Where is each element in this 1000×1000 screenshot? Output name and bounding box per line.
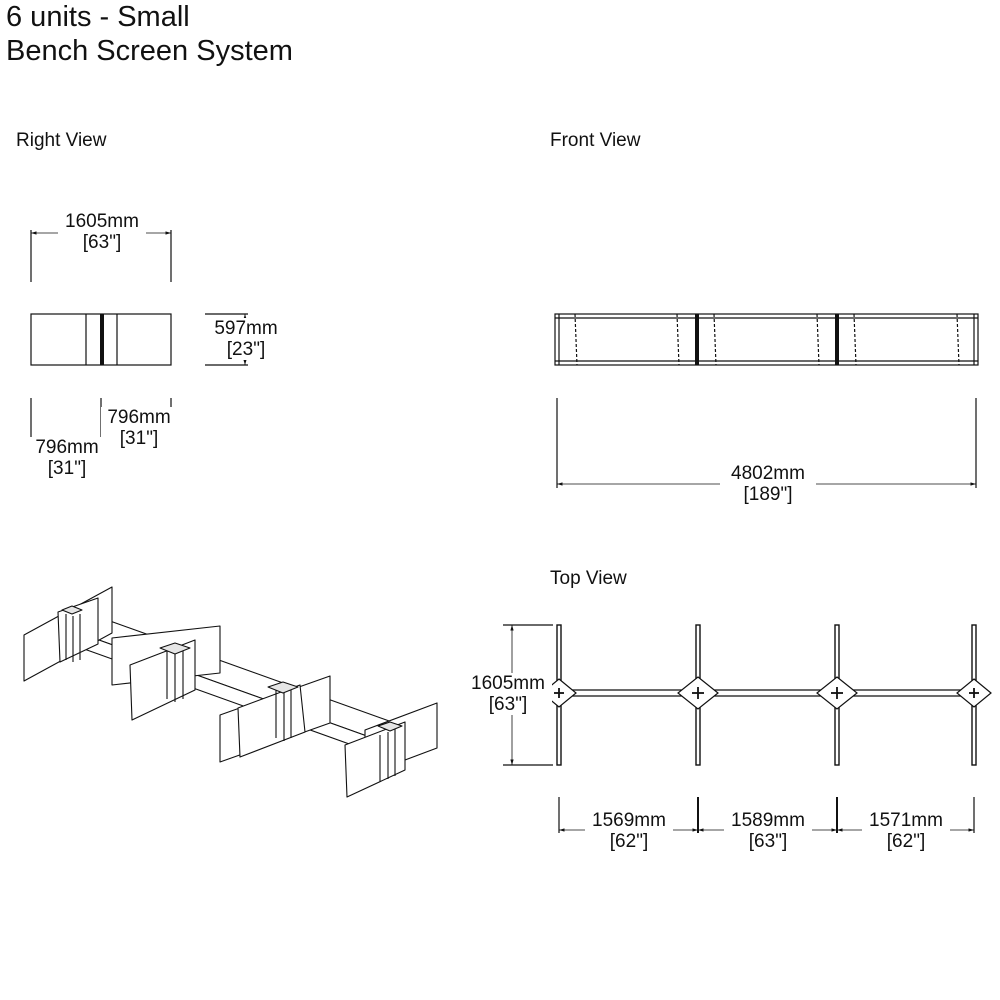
right-half-a-mm: 796mm — [35, 437, 99, 458]
right-half-a-in: [31"] — [47, 458, 87, 479]
top-view-drawing — [503, 624, 992, 833]
right-height-mm: 597mm — [214, 318, 278, 339]
right-view-label: Right View — [16, 130, 107, 151]
top-seg1-in: [62"] — [609, 831, 649, 852]
right-width-mm: 1605mm — [65, 211, 139, 232]
front-length-dim: 4802mm [189"] — [720, 463, 816, 505]
top-depth-in: [63"] — [488, 694, 528, 715]
top-view-label: Top View — [550, 568, 627, 589]
top-depth-dim: 1605mm [63"] — [464, 673, 552, 715]
front-view-label: Front View — [550, 130, 641, 151]
title-line-2: Bench Screen System — [6, 35, 293, 67]
front-view-drawing — [554, 313, 979, 488]
right-half-b-mm: 796mm — [107, 407, 171, 428]
right-half-b-dim: 796mm [31"] — [101, 407, 177, 449]
top-seg3-in: [62"] — [886, 831, 926, 852]
right-height-in: [23"] — [226, 339, 266, 360]
right-height-dim: 597mm [23"] — [207, 318, 285, 360]
top-seg1-dim: 1569mm [62"] — [585, 810, 673, 852]
right-width-dim: 1605mm [63"] — [58, 211, 146, 253]
top-seg3-mm: 1571mm — [869, 810, 943, 831]
top-seg2-mm: 1589mm — [731, 810, 805, 831]
right-half-b-in: [31"] — [119, 428, 159, 449]
right-width-in: [63"] — [82, 232, 122, 253]
top-seg2-dim: 1589mm [63"] — [724, 810, 812, 852]
front-length-mm: 4802mm — [731, 463, 805, 484]
top-seg3-dim: 1571mm [62"] — [862, 810, 950, 852]
drawing-title: 6 units - Small Bench Screen System — [6, 0, 293, 68]
title-line-1: 6 units - Small — [6, 1, 190, 33]
right-half-a-dim: 796mm [31"] — [29, 437, 105, 479]
top-depth-mm: 1605mm — [471, 673, 545, 694]
front-length-in: [189"] — [743, 484, 793, 505]
top-seg2-in: [63"] — [748, 831, 788, 852]
isometric-view-drawing — [23, 586, 438, 798]
top-seg1-mm: 1569mm — [592, 810, 666, 831]
